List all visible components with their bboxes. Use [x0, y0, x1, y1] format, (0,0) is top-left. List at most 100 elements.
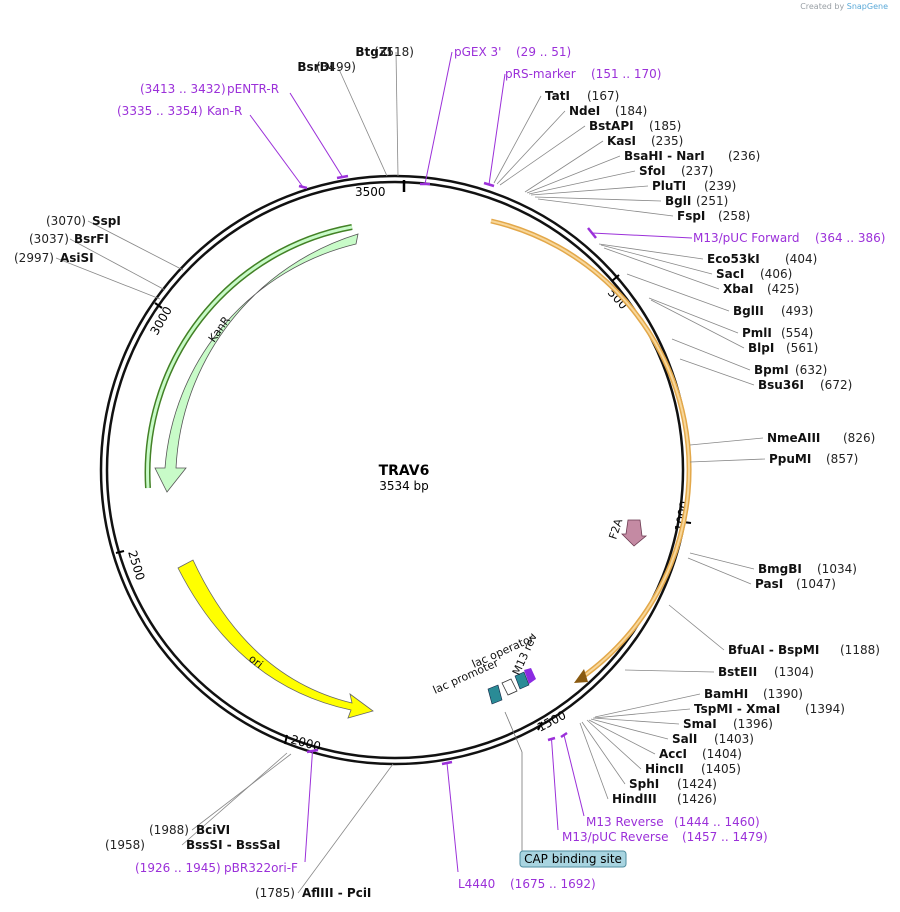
enzyme-position: (826) [843, 431, 875, 445]
primer-name: M13/pUC Reverse [562, 830, 669, 844]
enzyme-name: SalI [672, 732, 697, 746]
enzyme-name: BstEII [718, 665, 757, 679]
enzyme-position: (1426) [677, 792, 717, 806]
primer-name: pBR322ori-F [224, 861, 298, 875]
enzyme-leader [626, 273, 730, 312]
lac-operator-feature [501, 678, 518, 696]
enzyme-position: (554) [781, 326, 813, 340]
enzyme-position: (1188) [840, 643, 880, 657]
enzyme-position: (3499) [316, 60, 356, 74]
kanr-feature-outer [144, 224, 353, 489]
m13-primer-feature [524, 668, 536, 684]
enzyme-name: BtgZI [355, 45, 392, 59]
kanr-feature-outer-fill [146, 225, 353, 489]
primer-leader [591, 232, 693, 239]
enzyme-labels: BtgZI(3518)BsrDI(3499)TatI(167)NdeI(184)… [14, 45, 880, 900]
enzyme-leader [337, 66, 388, 177]
plasmid-name: TRAV6 [379, 463, 430, 479]
enzyme-leader [530, 185, 649, 196]
enzyme-name: SspI [92, 214, 121, 228]
enzyme-position: (251) [696, 194, 728, 208]
enzyme-name: BamHI [704, 687, 748, 701]
enzyme-name: BstAPI [589, 119, 634, 133]
cds-feature-fill [490, 220, 691, 679]
enzyme-position: (235) [651, 134, 683, 148]
enzyme-leader [581, 721, 626, 785]
enzyme-name: Bsu36I [758, 378, 804, 392]
primer-range: (1675 .. 1692) [510, 877, 596, 891]
enzyme-position: (406) [760, 267, 792, 281]
enzyme-leader [603, 247, 720, 290]
primer-leader [551, 738, 559, 831]
primer-range: (1457 .. 1479) [682, 830, 768, 844]
enzyme-name: Eco53kI [707, 252, 760, 266]
enzyme-position: (1034) [817, 562, 857, 576]
f2a-label: F2A [606, 517, 625, 541]
enzyme-name: BglI [665, 194, 691, 208]
enzyme-leader [592, 717, 680, 725]
enzyme-position: (3070) [46, 214, 86, 228]
enzyme-position: (1403) [714, 732, 754, 746]
enzyme-leader [648, 297, 739, 334]
enzyme-position: (1394) [805, 702, 845, 716]
snapgene-credit: Created by SnapGene [800, 2, 888, 11]
enzyme-position: (1047) [796, 577, 836, 591]
tick-3500-label: 3500 [355, 185, 386, 199]
enzyme-name: TspMI - XmaI [694, 702, 780, 716]
enzyme-name: BsaHI - NarI [624, 149, 705, 163]
primer-name: M13/pUC Forward [693, 231, 800, 245]
enzyme-leader [594, 693, 701, 718]
cds-feature [490, 218, 692, 681]
enzyme-leader [593, 708, 691, 719]
enzyme-name: TatI [545, 89, 570, 103]
kanr-feature [154, 233, 359, 493]
cap-label: CAP binding site [524, 852, 622, 866]
enzyme-name: SfoI [639, 164, 666, 178]
enzyme-position: (1424) [677, 777, 717, 791]
enzyme-leader [650, 299, 745, 349]
enzyme-position: (184) [615, 104, 647, 118]
enzyme-leader [526, 155, 621, 194]
enzyme-leader [689, 458, 766, 463]
primer-leader [488, 73, 506, 185]
enzyme-position: (1404) [702, 747, 742, 761]
primer-leader [249, 114, 304, 188]
enzyme-position: (404) [785, 252, 817, 266]
enzyme-leader [87, 220, 184, 271]
credit-prefix: Created by [800, 2, 845, 11]
enzyme-leader [524, 140, 604, 193]
enzyme-name: PpuMI [769, 452, 811, 466]
primer-leader [563, 734, 585, 817]
enzyme-position: (857) [826, 452, 858, 466]
enzyme-position: (236) [728, 149, 760, 163]
enzyme-position: (1396) [733, 717, 773, 731]
enzyme-position: (3518) [374, 45, 414, 59]
plasmid-length: 3534 bp [379, 479, 429, 493]
enzyme-name: PasI [755, 577, 783, 591]
enzyme-name: AflIII - PciI [302, 886, 371, 900]
primer-labels: pGEX 3'(29 .. 51)pRS-marker(151 .. 170)M… [117, 45, 885, 891]
enzyme-name: BsrDI [297, 60, 334, 74]
enzyme-name: XbaI [723, 282, 753, 296]
enzyme-position: (2997) [14, 251, 54, 265]
enzyme-leader [689, 552, 755, 570]
enzyme-position: (237) [681, 164, 713, 178]
enzyme-position: (3037) [29, 232, 69, 246]
enzyme-name: SmaI [683, 717, 717, 731]
tick-3000-label: 3000 [147, 304, 174, 337]
enzyme-name: KasI [607, 134, 636, 148]
enzyme-leader [191, 753, 292, 831]
enzyme-leader [395, 51, 399, 177]
enzyme-position: (185) [649, 119, 681, 133]
primer-name: Kan-R [207, 104, 242, 118]
enzyme-leader [588, 719, 656, 755]
enzyme-leader [496, 110, 566, 185]
enzyme-name: SphI [629, 777, 659, 791]
enzyme-position: (167) [587, 89, 619, 103]
lac-promoter-feature [487, 684, 503, 705]
enzyme-position: (1390) [763, 687, 803, 701]
enzyme-name: BciVI [196, 823, 230, 837]
cds-arrowhead [574, 669, 588, 683]
enzyme-name: BfuAI - BspMI [728, 643, 819, 657]
